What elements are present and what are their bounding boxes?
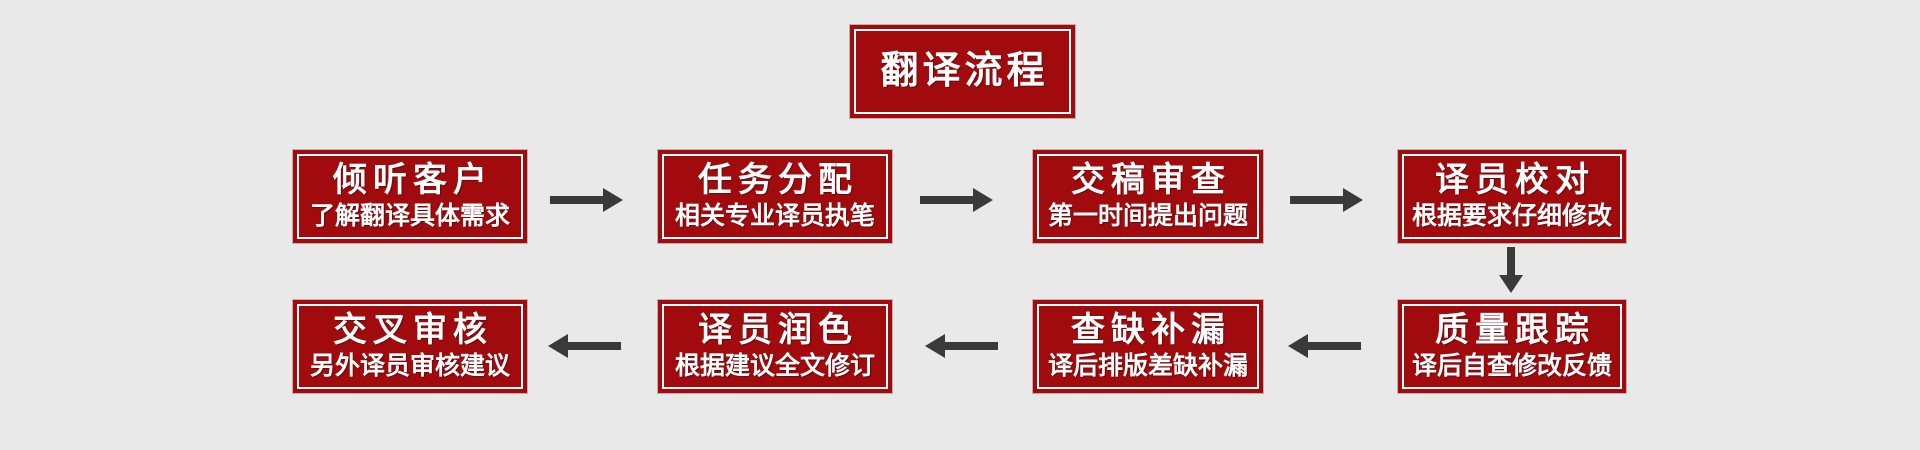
step-heading: 交稿审查 — [1071, 161, 1231, 200]
step-subtitle: 了解翻译具体需求 — [309, 202, 510, 231]
step-subtitle: 另外译员审核建议 — [309, 352, 510, 381]
step-subtitle: 第一时间提出问题 — [1047, 202, 1248, 231]
step-subtitle: 译后自查修改反馈 — [1411, 352, 1612, 381]
step-subtitle: 相关专业译员执笔 — [674, 202, 875, 231]
arrow-down-icon — [1499, 247, 1523, 293]
step-box-translator-proofreading: 译员校对 根据要求仔细修改 — [1398, 150, 1626, 243]
step-heading: 译员润色 — [698, 311, 858, 350]
step-box-task-assignment: 任务分配 相关专业译员执笔 — [658, 150, 892, 243]
flowchart-title: 翻译流程 — [880, 49, 1049, 92]
step-subtitle: 根据要求仔细修改 — [1411, 202, 1612, 231]
step-heading: 质量跟踪 — [1435, 311, 1595, 350]
step-box-quality-tracking: 质量跟踪 译后自查修改反馈 — [1398, 300, 1626, 393]
step-box-cross-review: 交叉审核 另外译员审核建议 — [293, 300, 527, 393]
arrow-left-icon — [548, 334, 621, 358]
step-box-listen-customer: 倾听客户 了解翻译具体需求 — [293, 150, 527, 243]
arrow-right-icon — [1290, 188, 1363, 212]
step-box-gap-filling: 查缺补漏 译后排版差缺补漏 — [1033, 300, 1263, 393]
arrow-right-icon — [920, 188, 993, 212]
step-heading: 倾听客户 — [333, 161, 493, 200]
flowchart-title-box: 翻译流程 — [850, 25, 1075, 118]
step-subtitle: 根据建议全文修订 — [674, 352, 875, 381]
step-heading: 任务分配 — [698, 161, 858, 200]
step-box-translator-polishing: 译员润色 根据建议全文修订 — [658, 300, 892, 393]
arrow-left-icon — [925, 334, 998, 358]
arrow-left-icon — [1288, 334, 1361, 358]
step-heading: 交叉审核 — [333, 311, 493, 350]
step-box-draft-review: 交稿审查 第一时间提出问题 — [1033, 150, 1263, 243]
step-heading: 译员校对 — [1435, 161, 1595, 200]
step-subtitle: 译后排版差缺补漏 — [1047, 352, 1248, 381]
step-heading: 查缺补漏 — [1071, 311, 1231, 350]
arrow-right-icon — [550, 188, 623, 212]
